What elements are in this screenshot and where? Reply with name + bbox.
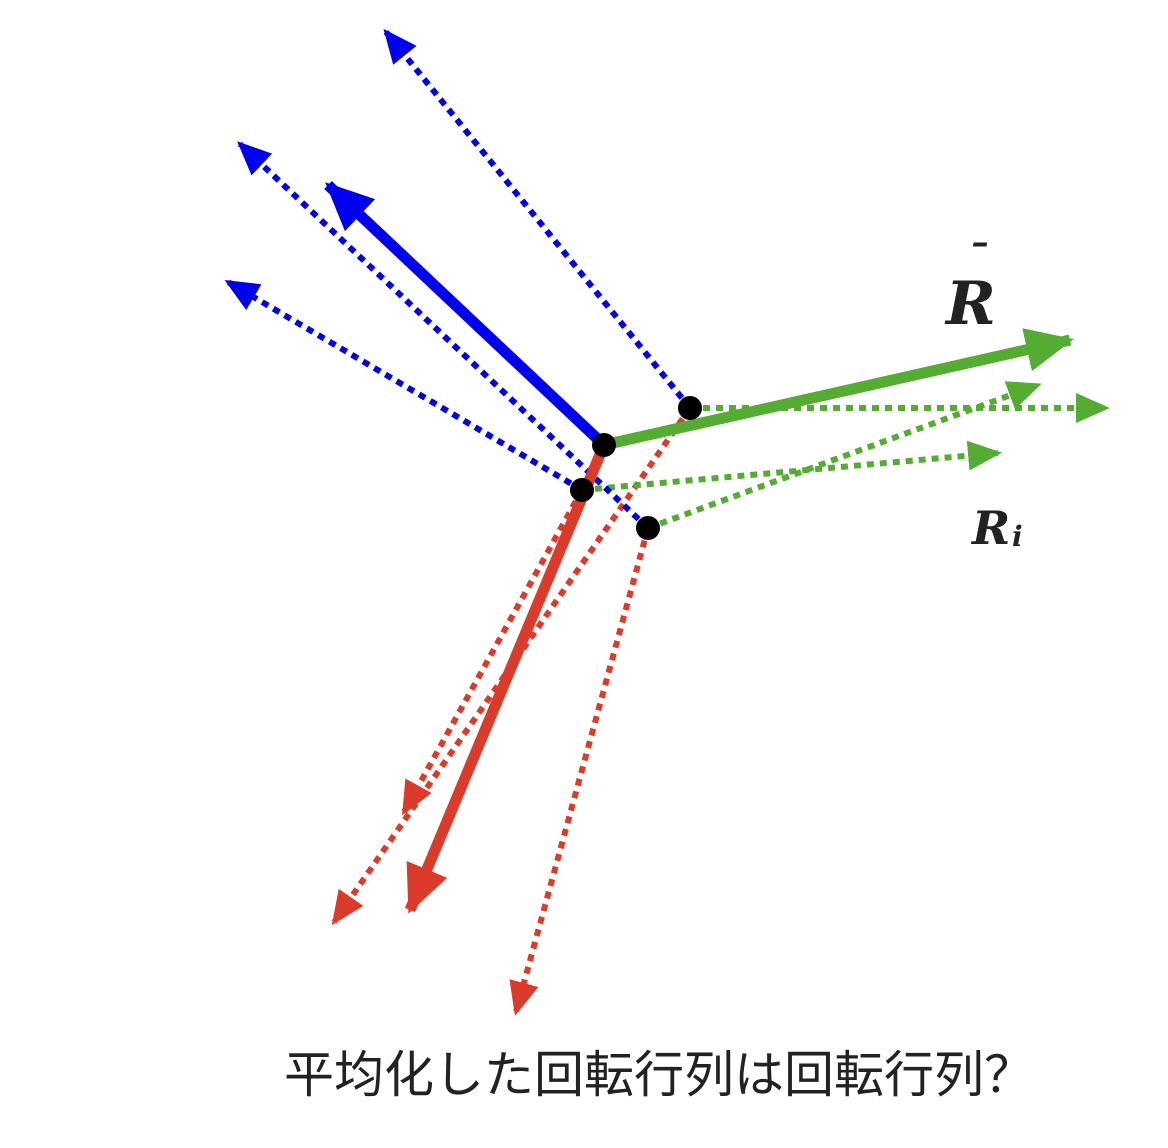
sample-3-y-axis bbox=[237, 141, 651, 531]
mean-frame-origin bbox=[592, 433, 616, 457]
sample-3-origin bbox=[636, 516, 660, 540]
mean-x-axis bbox=[602, 328, 1074, 451]
mean-frame bbox=[324, 180, 1074, 914]
sample-2-z-axis bbox=[401, 488, 585, 816]
sample-1-y-axis bbox=[383, 28, 693, 410]
caption: 平均化した回転行列は回転行列？ bbox=[284, 1046, 1034, 1104]
sample-frame-3 bbox=[237, 141, 1042, 1016]
sample-2-origin bbox=[570, 478, 594, 502]
sample-rotation-subscript: i bbox=[1012, 520, 1023, 553]
mean-z-axis bbox=[404, 442, 610, 914]
sample-frame-2 bbox=[224, 279, 1002, 816]
sample-1-origin bbox=[678, 396, 702, 420]
sample-3-x-axis bbox=[646, 381, 1042, 531]
mean-rotation-label: R bbox=[944, 269, 996, 339]
sample-rotation-label: R bbox=[970, 501, 1010, 555]
mean-rotation-accent: ¯ bbox=[966, 236, 988, 287]
sample-3-z-axis bbox=[509, 527, 651, 1016]
sample-frame-1 bbox=[331, 28, 1110, 926]
mean-y-axis bbox=[324, 180, 608, 450]
sample-2-y-axis bbox=[224, 279, 584, 493]
sample-2-x-axis bbox=[581, 440, 1002, 493]
